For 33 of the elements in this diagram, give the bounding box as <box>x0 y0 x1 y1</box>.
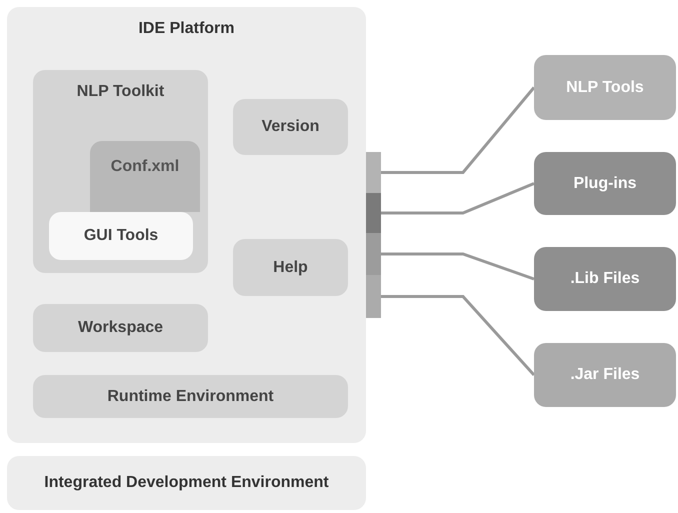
connector-line <box>381 252 534 280</box>
connector-segment <box>366 193 381 233</box>
platform-panel <box>7 7 366 443</box>
node-label: .Jar Files <box>569 365 641 385</box>
connector-line <box>381 295 536 376</box>
node-label: GUI Tools <box>82 226 160 246</box>
connector-segment <box>366 275 381 318</box>
module-box <box>534 247 676 311</box>
module-box <box>534 55 676 120</box>
component-box <box>33 304 208 352</box>
module-box <box>534 152 676 215</box>
connector-line <box>381 86 536 174</box>
connector-segment <box>366 152 381 193</box>
group-box <box>33 70 208 273</box>
file-box <box>90 141 200 212</box>
node-label: Version <box>260 117 320 137</box>
node-label: Runtime Environment <box>106 386 275 406</box>
component-box <box>233 99 348 155</box>
node-label: Workspace <box>76 318 164 338</box>
node-label: .Lib Files <box>569 269 641 289</box>
component-box <box>233 239 348 296</box>
connector-segment <box>366 233 381 275</box>
node-label: Integrated Development Environment <box>43 473 330 493</box>
node-label: Help <box>272 258 309 278</box>
component-box <box>49 212 193 260</box>
connector-line <box>381 182 535 214</box>
node-label: IDE Platform <box>137 19 236 39</box>
node-label: NLP Tools <box>565 78 645 98</box>
component-box <box>33 375 348 418</box>
node-label: Plug-ins <box>572 174 638 194</box>
node-label: NLP Toolkit <box>76 82 166 102</box>
module-box <box>534 343 676 407</box>
node-label: Conf.xml <box>110 157 180 177</box>
